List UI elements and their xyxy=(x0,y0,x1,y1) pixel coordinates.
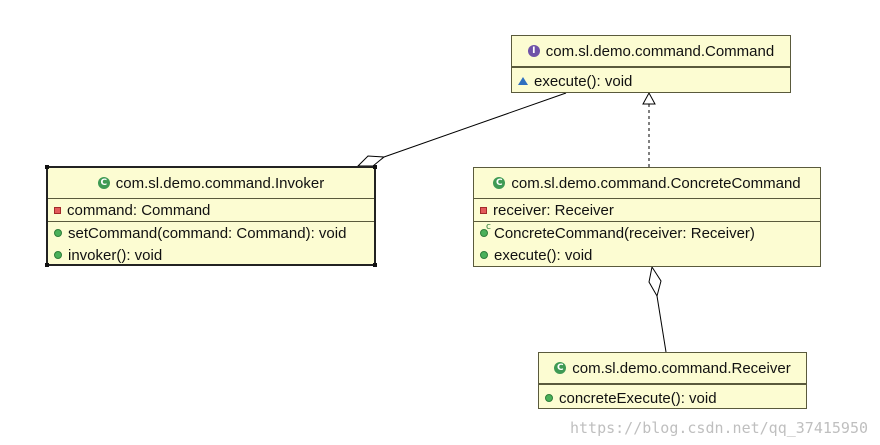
attribute-row: command: Command xyxy=(48,199,374,221)
selection-handle[interactable] xyxy=(45,263,49,267)
operations-compartment: ConcreteCommand(receiver: Receiver) exec… xyxy=(474,221,820,266)
command-interface-name: com.sl.demo.command.Command xyxy=(545,42,775,60)
operation-text: execute(): void xyxy=(534,72,633,90)
public-visibility-icon xyxy=(545,394,553,402)
attributes-compartment xyxy=(539,384,806,387)
attributes-compartment xyxy=(512,67,790,70)
receiver-class-box[interactable]: C com.sl.demo.command.Receiver concreteE… xyxy=(538,352,807,409)
attributes-compartment: receiver: Receiver xyxy=(474,199,820,221)
operation-row: execute(): void xyxy=(474,244,820,266)
operation-text: ConcreteCommand(receiver: Receiver) xyxy=(494,224,755,242)
concretecommand-receiver-aggregation-line xyxy=(656,295,667,353)
private-visibility-icon xyxy=(54,206,61,214)
interface-icon: I xyxy=(527,45,540,57)
operations-compartment: setCommand(command: Command): void invok… xyxy=(48,221,374,266)
command-interface-header: I com.sl.demo.command.Command xyxy=(512,36,790,67)
receiver-class-header: C com.sl.demo.command.Receiver xyxy=(539,353,806,384)
public-visibility-icon xyxy=(54,251,62,259)
operation-row: concreteExecute(): void xyxy=(539,387,806,409)
concretecommand-class-name: com.sl.demo.command.ConcreteCommand xyxy=(511,174,801,192)
attribute-text: command: Command xyxy=(67,201,211,219)
operations-compartment: concreteExecute(): void xyxy=(539,387,806,409)
attributes-compartment: command: Command xyxy=(48,199,374,221)
class-icon: C xyxy=(97,177,110,189)
selection-handle[interactable] xyxy=(373,165,377,169)
realization-hollow-triangle xyxy=(642,91,656,105)
private-visibility-icon xyxy=(480,206,487,214)
operation-text: setCommand(command: Command): void xyxy=(68,224,347,242)
operations-compartment: execute(): void xyxy=(512,70,790,92)
receiver-class-name: com.sl.demo.command.Receiver xyxy=(572,359,791,377)
selection-handle[interactable] xyxy=(373,263,377,267)
concretecommand-class-header: C com.sl.demo.command.ConcreteCommand xyxy=(474,168,820,199)
invoker-aggregation-diamond xyxy=(356,155,386,167)
attribute-row: receiver: Receiver xyxy=(474,199,820,221)
concretecommand-aggregation-diamond xyxy=(648,265,662,298)
invoker-class-name: com.sl.demo.command.Invoker xyxy=(115,174,325,192)
operation-row: execute(): void xyxy=(512,70,790,92)
attribute-text: receiver: Receiver xyxy=(493,201,614,219)
invoker-class-header: C com.sl.demo.command.Invoker xyxy=(48,168,374,199)
public-visibility-icon xyxy=(54,229,62,237)
selection-handle[interactable] xyxy=(45,165,49,169)
class-icon: C xyxy=(554,362,567,374)
operation-text: execute(): void xyxy=(494,246,593,264)
watermark-url: https://blog.csdn.net/qq_37415950 xyxy=(569,419,868,437)
public-visibility-icon xyxy=(480,251,488,259)
operation-row: setCommand(command: Command): void xyxy=(48,222,374,244)
constructor-icon xyxy=(480,222,491,237)
class-icon: C xyxy=(493,177,506,189)
command-interface-box[interactable]: I com.sl.demo.command.Command execute():… xyxy=(511,35,791,93)
operation-row: ConcreteCommand(receiver: Receiver) xyxy=(474,222,820,244)
invoker-class-box[interactable]: C com.sl.demo.command.Invoker command: C… xyxy=(45,165,377,267)
operation-text: concreteExecute(): void xyxy=(559,389,717,407)
operation-row: invoker(): void xyxy=(48,244,374,266)
concretecommand-class-box[interactable]: C com.sl.demo.command.ConcreteCommand re… xyxy=(473,167,821,267)
operation-text: invoker(): void xyxy=(68,246,163,264)
invoker-command-aggregation-line xyxy=(383,92,567,158)
package-visibility-icon xyxy=(518,77,528,85)
